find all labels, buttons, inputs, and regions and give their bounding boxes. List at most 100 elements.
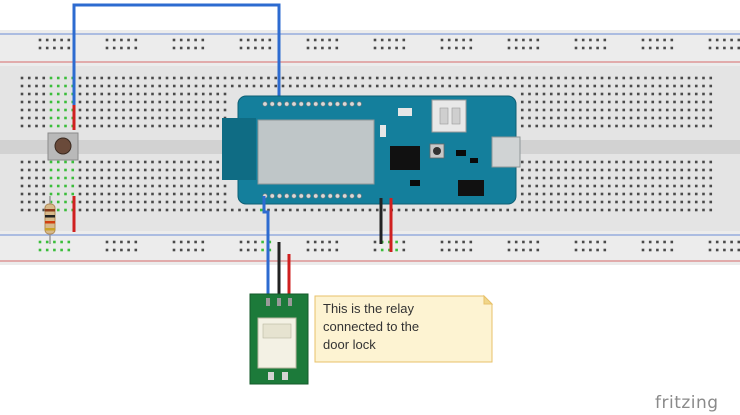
terminal-hole bbox=[615, 84, 618, 88]
terminal-hole bbox=[93, 200, 96, 204]
terminal-hole bbox=[35, 84, 38, 88]
terminal-hole bbox=[93, 92, 96, 96]
terminal-hole bbox=[629, 100, 633, 104]
terminal-hole bbox=[35, 208, 38, 212]
terminal-hole bbox=[600, 84, 604, 88]
terminal-hole bbox=[644, 100, 647, 104]
terminal-hole bbox=[339, 76, 343, 80]
terminal-hole bbox=[180, 108, 183, 112]
terminal-hole bbox=[383, 76, 386, 80]
terminal-hole bbox=[252, 76, 256, 80]
terminal-hole bbox=[274, 76, 278, 80]
terminal-hole bbox=[42, 160, 46, 164]
terminal-hole bbox=[252, 208, 256, 212]
breadboard bbox=[0, 30, 740, 265]
terminal-hole bbox=[216, 176, 220, 180]
terminal-hole bbox=[578, 176, 582, 180]
terminal-hole bbox=[49, 84, 53, 88]
rail-hole bbox=[670, 248, 674, 252]
terminal-hole bbox=[607, 108, 611, 112]
rail-hole bbox=[656, 240, 659, 244]
terminal-hole bbox=[158, 208, 162, 212]
terminal-hole bbox=[180, 208, 183, 212]
terminal-hole bbox=[629, 116, 633, 120]
terminal-hole bbox=[100, 176, 104, 180]
rail-hole bbox=[402, 46, 406, 50]
rail-hole bbox=[172, 46, 176, 50]
terminal-hole bbox=[85, 200, 89, 204]
terminal-hole bbox=[194, 168, 198, 172]
terminal-hole bbox=[542, 160, 546, 164]
terminal-hole bbox=[332, 208, 336, 212]
terminal-hole bbox=[20, 116, 24, 120]
terminal-hole bbox=[238, 84, 241, 88]
terminal-hole bbox=[129, 124, 133, 128]
rail-hole bbox=[581, 248, 585, 252]
terminal-hole bbox=[49, 92, 53, 96]
terminal-hole bbox=[680, 160, 684, 164]
terminal-hole bbox=[470, 84, 473, 88]
rail-hole bbox=[715, 240, 719, 244]
terminal-hole bbox=[709, 92, 713, 96]
terminal-hole bbox=[578, 168, 582, 172]
terminal-hole bbox=[702, 124, 705, 128]
terminal-hole bbox=[535, 184, 539, 188]
terminal-hole bbox=[143, 184, 147, 188]
rail-hole bbox=[187, 38, 190, 42]
terminal-hole bbox=[143, 208, 147, 212]
header-pin bbox=[320, 193, 326, 199]
terminal-hole bbox=[136, 108, 140, 112]
terminal-hole bbox=[194, 184, 198, 188]
terminal-hole bbox=[201, 76, 205, 80]
terminal-hole bbox=[42, 168, 46, 172]
terminal-hole bbox=[404, 84, 408, 88]
terminal-hole bbox=[636, 116, 640, 120]
terminal-hole bbox=[636, 176, 640, 180]
terminal-hole bbox=[702, 116, 705, 120]
terminal-hole bbox=[520, 108, 524, 112]
rail-hole bbox=[574, 46, 578, 50]
terminal-hole bbox=[535, 160, 539, 164]
terminal-hole bbox=[78, 160, 82, 164]
terminal-hole bbox=[600, 200, 604, 204]
terminal-hole bbox=[687, 108, 691, 112]
terminal-hole bbox=[549, 76, 553, 80]
header-pin bbox=[269, 101, 275, 107]
terminal-hole bbox=[462, 208, 466, 212]
terminal-hole bbox=[644, 208, 647, 212]
terminal-hole bbox=[665, 184, 669, 188]
terminal-hole bbox=[419, 84, 423, 88]
rail-hole bbox=[402, 38, 406, 42]
terminal-hole bbox=[520, 208, 524, 212]
terminal-hole bbox=[673, 100, 676, 104]
terminal-hole bbox=[702, 160, 705, 164]
terminal-hole bbox=[549, 100, 553, 104]
terminal-hole bbox=[158, 200, 162, 204]
terminal-hole bbox=[194, 176, 198, 180]
terminal-hole bbox=[209, 124, 212, 128]
terminal-hole bbox=[687, 124, 691, 128]
terminal-hole bbox=[114, 160, 118, 164]
rail-hole bbox=[589, 248, 592, 252]
header-pin bbox=[276, 101, 282, 107]
terminal-hole bbox=[709, 184, 713, 188]
terminal-hole bbox=[542, 184, 546, 188]
rail-hole bbox=[268, 248, 272, 252]
terminal-hole bbox=[136, 192, 140, 196]
rail-hole bbox=[670, 240, 674, 244]
rail-hole bbox=[656, 46, 659, 50]
header-pin bbox=[320, 101, 326, 107]
terminal-hole bbox=[615, 184, 618, 188]
terminal-hole bbox=[93, 76, 96, 80]
terminal-hole bbox=[35, 100, 38, 104]
rail-hole bbox=[536, 46, 540, 50]
terminal-hole bbox=[709, 176, 713, 180]
terminal-hole bbox=[122, 168, 125, 172]
terminal-hole bbox=[158, 160, 162, 164]
terminal-hole bbox=[143, 76, 147, 80]
terminal-hole bbox=[557, 184, 560, 188]
terminal-hole bbox=[455, 84, 459, 88]
terminal-hole bbox=[694, 84, 698, 88]
terminal-hole bbox=[49, 192, 53, 196]
terminal-hole bbox=[513, 76, 517, 80]
